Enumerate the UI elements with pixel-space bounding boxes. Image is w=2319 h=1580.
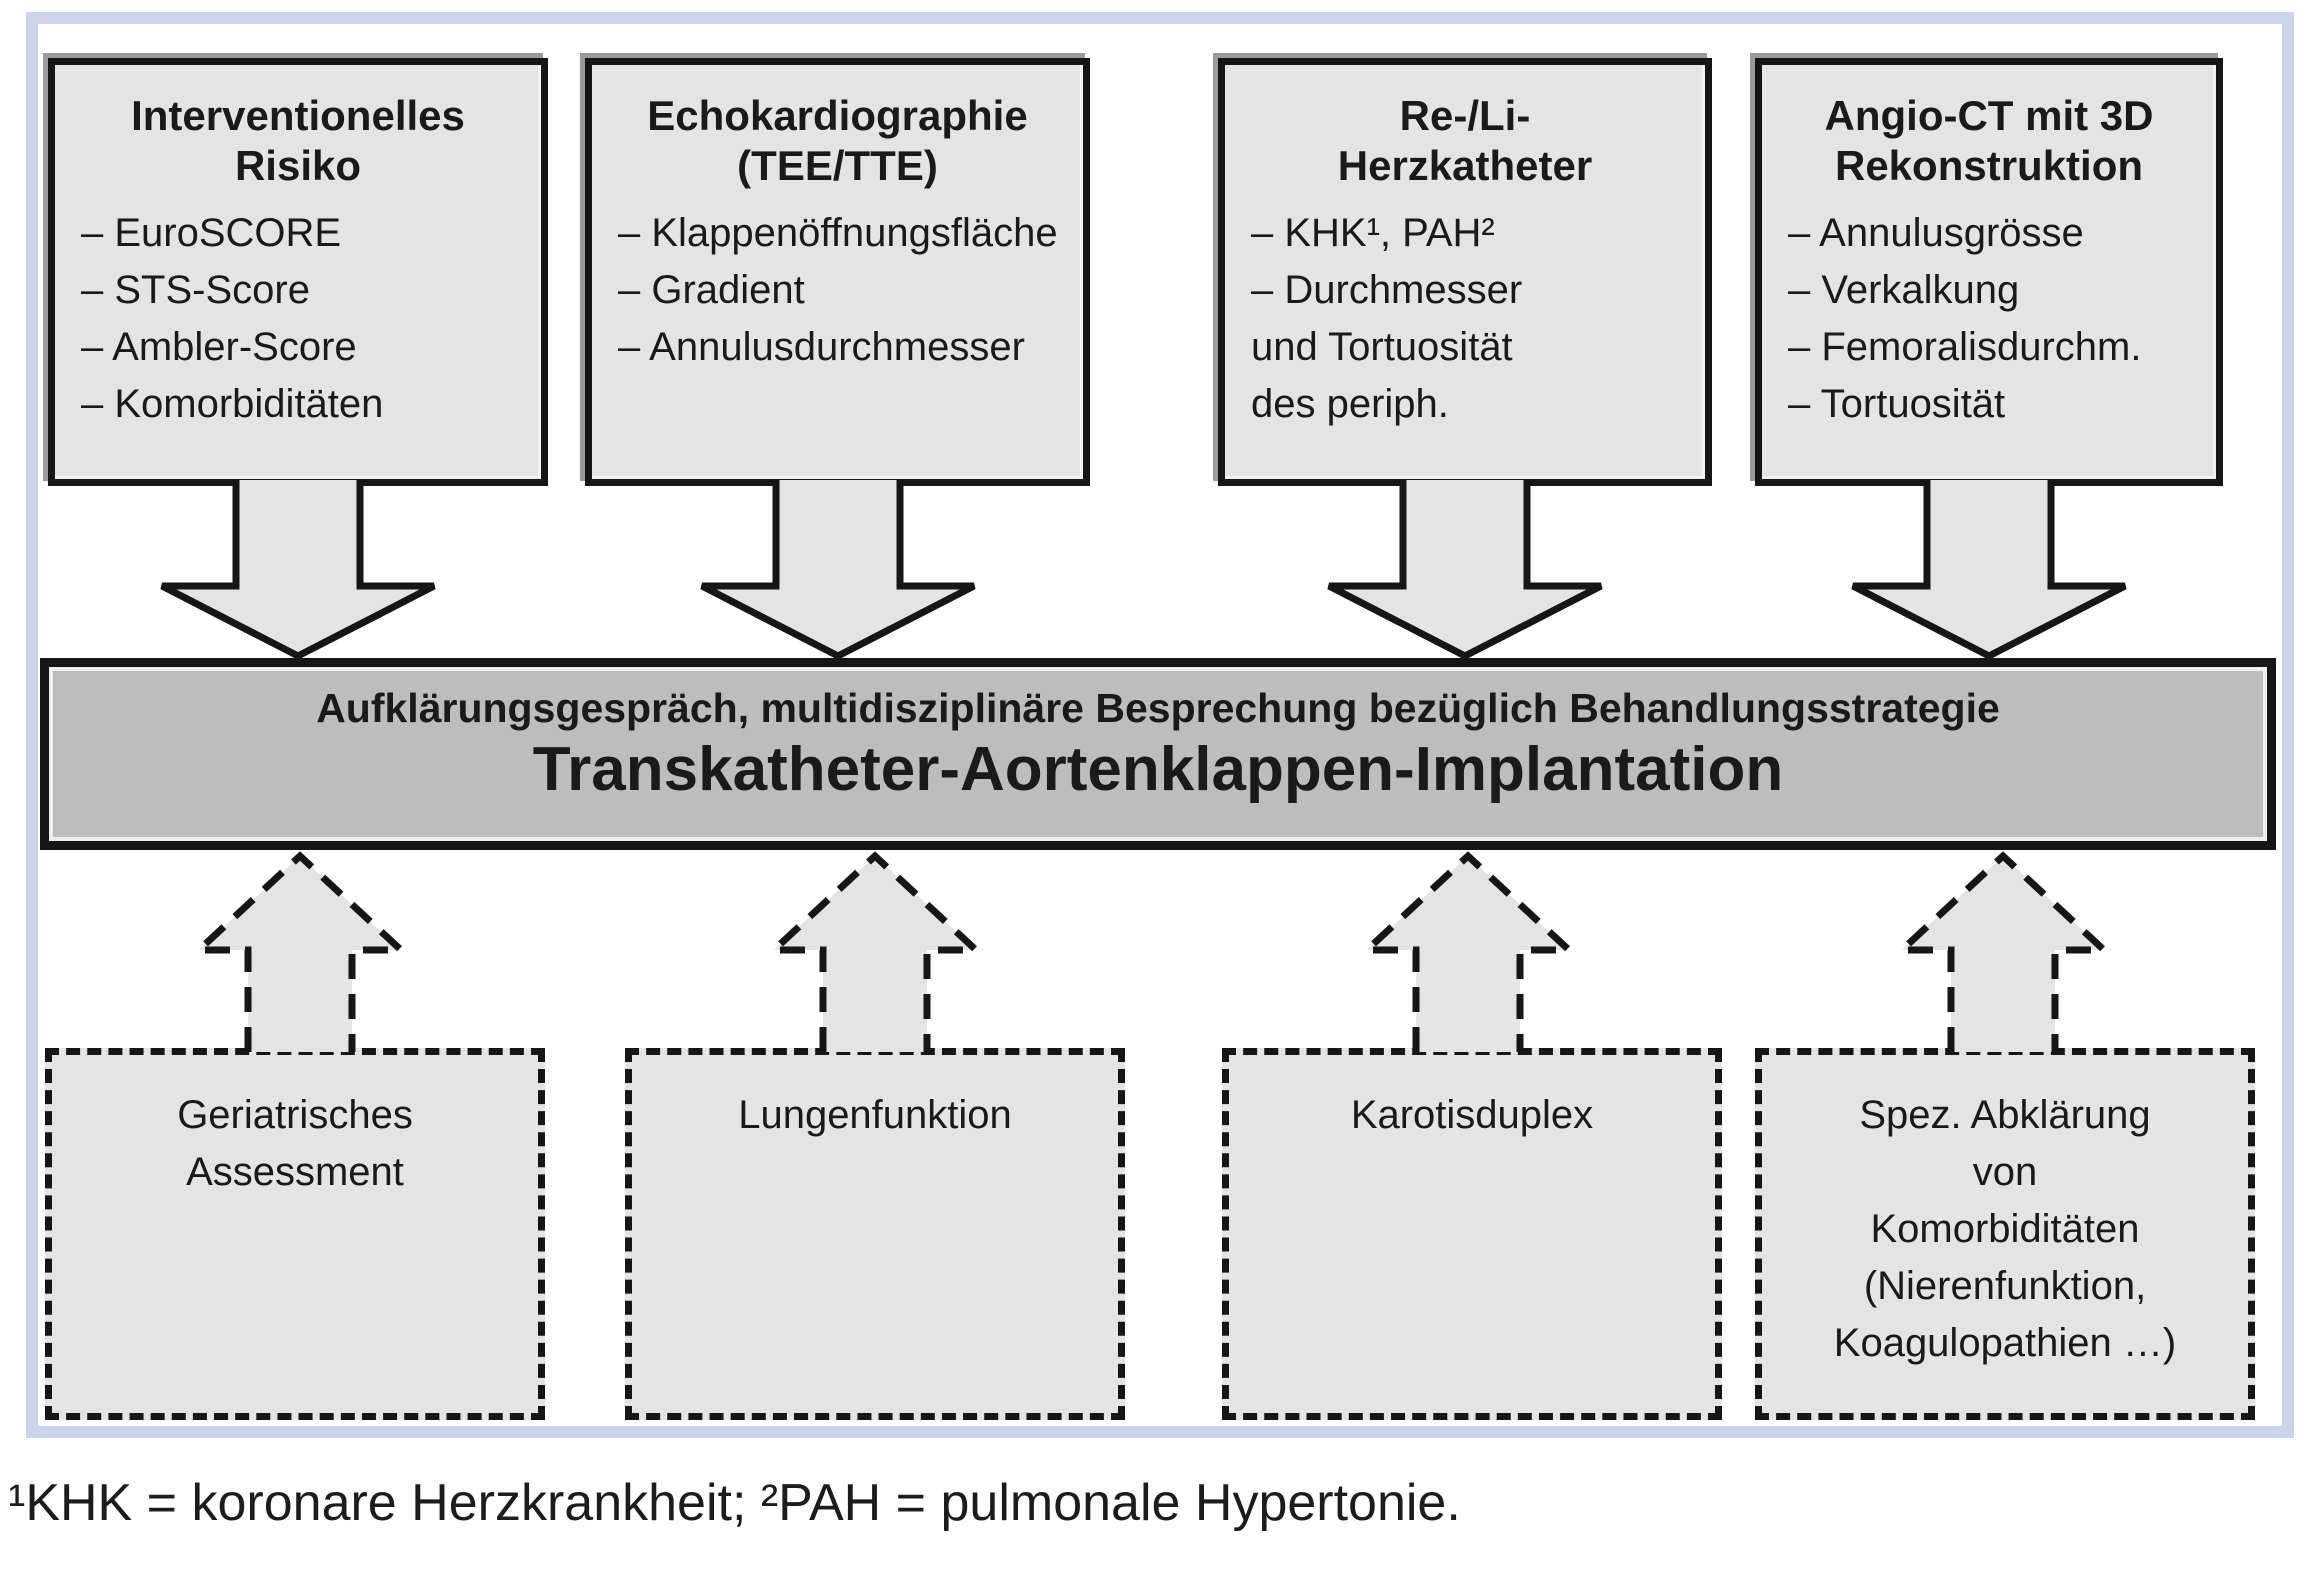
list-item: – Femoralisdurchm.	[1788, 325, 2142, 369]
decision-bar: Aufklärungsgespräch, multidisziplinäre B…	[40, 658, 2276, 850]
list-item: – KHK¹, PAH²	[1251, 211, 1495, 255]
decision-bar-subtitle: Aufklärungsgespräch, multidisziplinäre B…	[316, 685, 2000, 731]
list-item: – Annulusgrösse	[1788, 211, 2084, 255]
box-karotisduplex: Karotisduplex	[1222, 1048, 1722, 1420]
box-text: Geriatrisches Assessment	[52, 1055, 538, 1201]
list-item: des periph.	[1251, 382, 1449, 426]
text-line: (Nierenfunktion,	[1863, 1264, 2147, 1308]
box-items: – Annulusgrösse – Verkalkung – Femoralis…	[1762, 191, 2216, 433]
box-items: – EuroSCORE – STS-Score – Ambler-Score –…	[55, 191, 541, 433]
box-geriatrisches-assessment: Geriatrisches Assessment	[45, 1048, 545, 1420]
box-text: Spez. Abklärung von Komorbiditäten (Nier…	[1762, 1055, 2248, 1372]
dashed-up-arrow	[1363, 851, 1573, 1052]
list-item: – Verkalkung	[1788, 268, 2020, 312]
list-item: – Durchmesser	[1251, 268, 1523, 312]
box-echokardiographie: Echokardiographie (TEE/TTE) – Klappenöff…	[585, 58, 1090, 486]
text-line: Spez. Abklärung	[1859, 1093, 2151, 1137]
list-item: – Gradient	[618, 268, 805, 312]
title-line: Angio-CT mit 3D	[1824, 92, 2154, 139]
box-herzkatheter: Re-/Li- Herzkatheter – KHK¹, PAH² – Durc…	[1218, 58, 1712, 486]
box-text: Lungenfunktion	[632, 1055, 1118, 1144]
box-spez-abklaerung: Spez. Abklärung von Komorbiditäten (Nier…	[1755, 1048, 2255, 1420]
list-item: und Tortuosität	[1251, 325, 1513, 369]
box-text: Karotisduplex	[1229, 1055, 1715, 1144]
dashed-up-arrow	[1898, 851, 2108, 1052]
text-line: von	[1972, 1150, 2038, 1194]
title-line: Risiko	[234, 142, 362, 189]
list-item: – STS-Score	[81, 268, 310, 312]
box-lungenfunktion: Lungenfunktion	[625, 1048, 1125, 1420]
dashed-up-arrow	[770, 851, 980, 1052]
title-line: Interventionelles	[131, 92, 465, 139]
title-line: (TEE/TTE)	[737, 142, 938, 189]
box-items: – KHK¹, PAH² – Durchmesser und Tortuosit…	[1225, 191, 1705, 433]
title-line: Rekonstruktion	[1834, 142, 2144, 189]
box-title: Re-/Li- Herzkatheter	[1225, 65, 1705, 191]
list-item: – Tortuosität	[1788, 382, 2006, 426]
solid-down-arrow	[1327, 480, 1603, 660]
text-line: Lungenfunktion	[738, 1093, 1012, 1137]
list-item: – EuroSCORE	[81, 211, 342, 255]
dashed-up-arrow	[195, 851, 405, 1052]
box-angio-ct: Angio-CT mit 3D Rekonstruktion – Annulus…	[1755, 58, 2223, 486]
list-item: – Klappenöffnungsfläche	[618, 211, 1058, 255]
box-title: Echokardiographie (TEE/TTE)	[592, 65, 1083, 191]
list-item: – Komorbiditäten	[81, 382, 384, 426]
text-line: Assessment	[186, 1150, 404, 1194]
title-line: Echokardiographie	[647, 92, 1028, 139]
text-line: Karotisduplex	[1350, 1093, 1594, 1137]
title-line: Herzkatheter	[1337, 142, 1593, 189]
box-title: Interventionelles Risiko	[55, 65, 541, 191]
solid-down-arrow	[700, 480, 976, 660]
solid-down-arrow	[1851, 480, 2127, 660]
solid-down-arrow	[160, 480, 436, 660]
figure-frame	[26, 12, 2294, 1438]
list-item: – Ambler-Score	[81, 325, 357, 369]
text-line: Komorbiditäten	[1870, 1207, 2140, 1251]
title-line: Re-/Li-	[1399, 92, 1531, 139]
box-items: – Klappenöffnungsfläche – Gradient – Ann…	[592, 191, 1083, 376]
box-interventionelles-risiko: Interventionelles Risiko – EuroSCORE – S…	[48, 58, 548, 486]
decision-bar-title: Transkatheter-Aortenklappen-Implantation	[532, 735, 1784, 804]
footnote: ¹KHK = koronare Herzkrankheit; ²PAH = pu…	[8, 1474, 1461, 1532]
box-title: Angio-CT mit 3D Rekonstruktion	[1762, 65, 2216, 191]
list-item: – Annulusdurchmesser	[618, 325, 1025, 369]
text-line: Koagulopathien …)	[1833, 1321, 2177, 1365]
text-line: Geriatrisches	[177, 1093, 413, 1137]
